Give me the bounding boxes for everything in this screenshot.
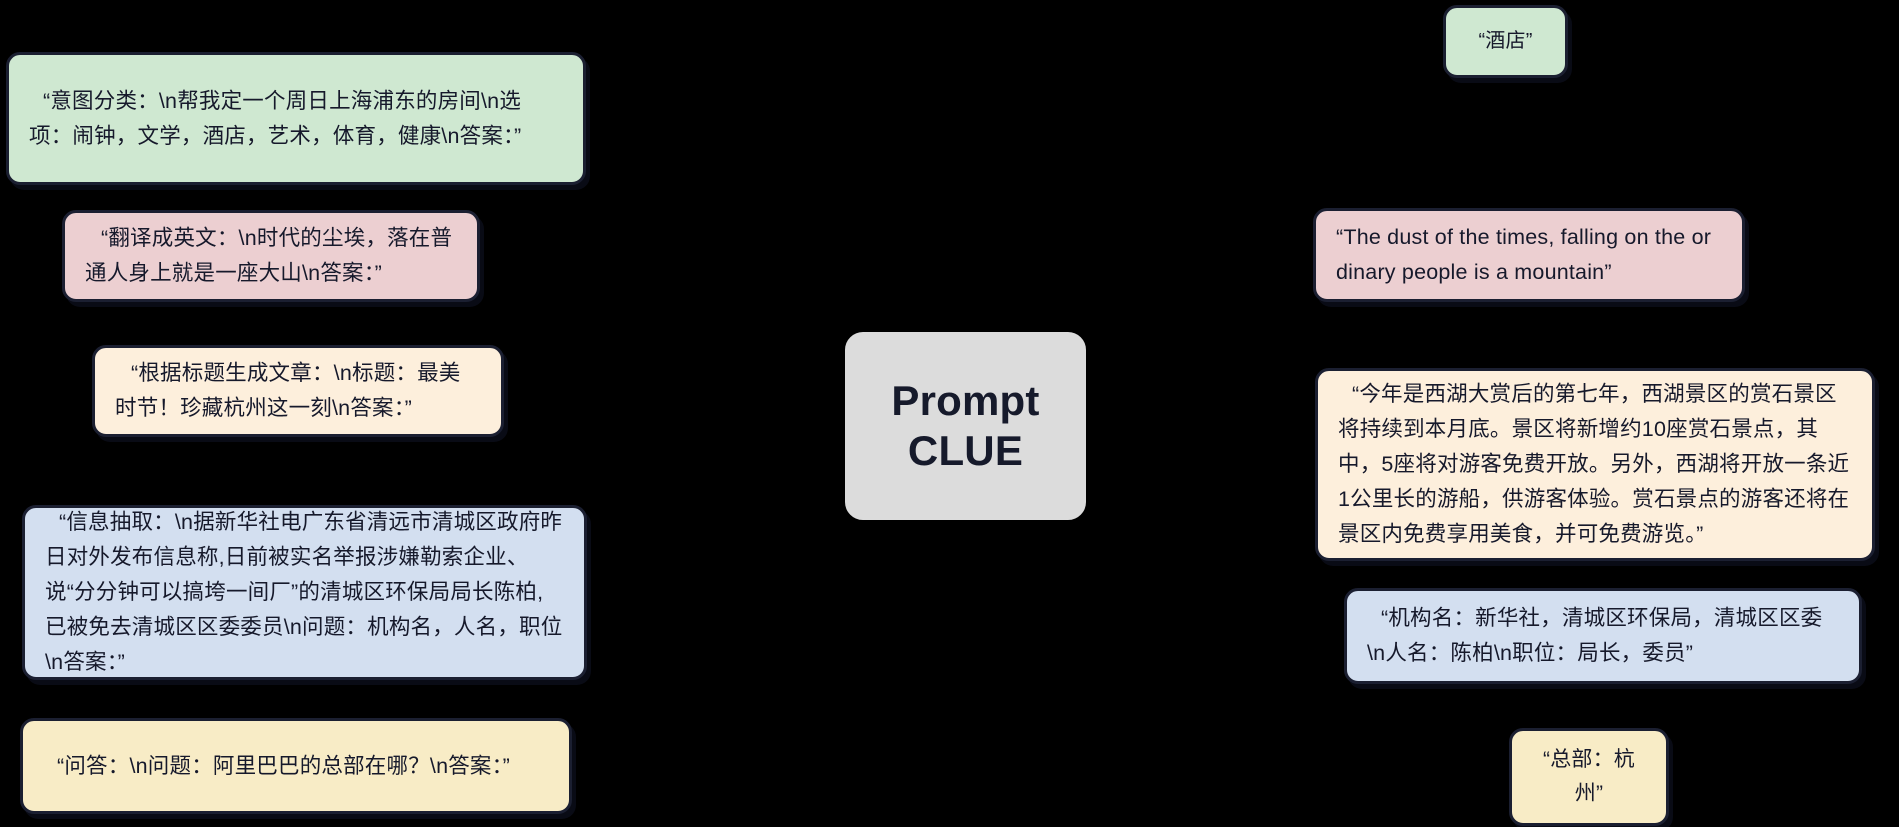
output-node-entities[interactable]: “机构名：新华社，清城区环保局，清城区区委\n人名：陈柏\n职位：局长，委员” <box>1344 588 1862 684</box>
input-node-intent-classification-text: “意图分类：\n帮我定一个周日上海浦东的房间\n选项：闹钟，文学，酒店，艺术，体… <box>29 88 522 148</box>
output-node-headquarters[interactable]: “总部：杭州” <box>1509 728 1669 826</box>
input-node-translation[interactable]: “翻译成英文：\n时代的尘埃，落在普通人身上就是一座大山\n答案：” <box>62 210 480 302</box>
input-node-question-answering[interactable]: “问答：\n问题：阿里巴巴的总部在哪？\n答案：” <box>20 718 572 814</box>
output-node-translation[interactable]: “The dust of the times, falling on the o… <box>1313 208 1745 302</box>
model-node-label: Prompt CLUE <box>891 377 1040 474</box>
output-node-hotel[interactable]: “酒店” <box>1443 5 1568 78</box>
output-node-article[interactable]: “今年是西湖大赏后的第七年，西湖景区的赏石景区将持续到本月底。景区将新增约10座… <box>1315 368 1875 561</box>
input-node-intent-classification[interactable]: “意图分类：\n帮我定一个周日上海浦东的房间\n选项：闹钟，文学，酒店，艺术，体… <box>6 52 586 185</box>
input-node-article-generation[interactable]: “根据标题生成文章：\n标题：最美时节！珍藏杭州这一刻\n答案：” <box>92 345 504 437</box>
input-node-information-extraction-text: “信息抽取：\n据新华社电广东省清远市清城区政府昨日对外发布信息称,日前被实名举… <box>45 510 563 674</box>
output-node-hotel-text: “酒店” <box>1478 30 1533 53</box>
output-node-article-text: “今年是西湖大赏后的第七年，西湖景区的赏石景区将持续到本月底。景区将新增约10座… <box>1338 382 1850 546</box>
input-node-information-extraction[interactable]: “信息抽取：\n据新华社电广东省清远市清城区政府昨日对外发布信息称,日前被实名举… <box>22 505 587 680</box>
output-node-translation-text: “The dust of the times, falling on the o… <box>1336 225 1712 284</box>
model-node-promptclue[interactable]: Prompt CLUE <box>845 332 1086 520</box>
input-node-question-answering-text: “问答：\n问题：阿里巴巴的总部在哪？\n答案：” <box>57 753 510 778</box>
input-node-article-generation-text: “根据标题生成文章：\n标题：最美时节！珍藏杭州这一刻\n答案：” <box>115 361 461 420</box>
output-node-entities-text: “机构名：新华社，清城区环保局，清城区区委\n人名：陈柏\n职位：局长，委员” <box>1367 606 1823 665</box>
input-node-translation-text: “翻译成英文：\n时代的尘埃，落在普通人身上就是一座大山\n答案：” <box>85 226 453 285</box>
output-node-headquarters-text: “总部：杭州” <box>1543 747 1635 805</box>
